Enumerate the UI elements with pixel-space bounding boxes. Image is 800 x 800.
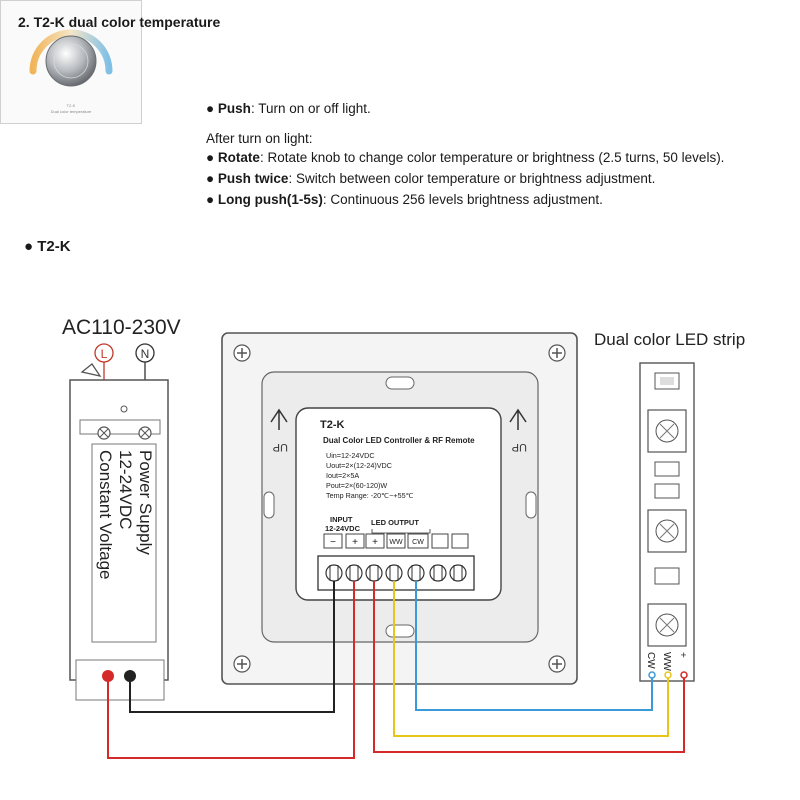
wire-red-input xyxy=(107,581,355,759)
led-chip-icon xyxy=(647,509,687,553)
terminal-screw-icon xyxy=(345,564,363,582)
feature-rotate: ● Rotate: Rotate knob to change color te… xyxy=(206,150,725,165)
strip-pin-plus: + xyxy=(677,652,688,658)
spec-line: Uout=2×(12-24)VDC xyxy=(326,461,392,470)
power-supply-label-3: Constant Voltage xyxy=(96,450,115,579)
led-strip: CW WW + xyxy=(639,362,695,682)
terminal-n-icon: N xyxy=(135,343,155,363)
input-label: INPUT xyxy=(330,515,353,524)
spec-line: Uin=12-24VDC xyxy=(326,451,375,460)
spec-line: Pout=2×(60-120)W xyxy=(326,481,387,490)
model-heading: ● T2-K xyxy=(24,238,71,255)
power-supply-label-2: 12-24VDC xyxy=(116,450,135,529)
led-output-label: LED OUTPUT xyxy=(371,518,419,527)
led-chip-icon xyxy=(647,603,687,647)
svg-text:+: + xyxy=(352,537,358,548)
card-fine-print-1: T2-K xyxy=(67,103,76,108)
wire-black-input xyxy=(129,581,335,713)
knob-icon xyxy=(45,35,97,87)
controller-model: T2-K xyxy=(320,419,345,431)
ac-voltage-label: AC110-230V xyxy=(62,316,181,339)
power-supply-label-1: Power Supply xyxy=(136,450,155,555)
feature-after-on: After turn on light: xyxy=(206,131,313,146)
screw-icon xyxy=(233,344,251,362)
input-voltage-label: 12-24VDC xyxy=(325,524,361,533)
screw-icon xyxy=(548,344,566,362)
svg-text:−: − xyxy=(330,537,336,548)
controller-name: Dual Color LED Controller & RF Remote xyxy=(323,436,475,445)
screw-icon xyxy=(233,655,251,673)
product-image: T2-K Dual color temperature xyxy=(0,0,142,124)
svg-text:WW: WW xyxy=(389,539,403,546)
svg-text:N: N xyxy=(141,347,150,361)
strip-pin-cw: CW xyxy=(645,652,656,669)
terminal-screw-icon xyxy=(449,564,467,582)
svg-text:CW: CW xyxy=(412,539,424,546)
section-title: 2. T2-K dual color temperature xyxy=(18,14,221,30)
wiring xyxy=(107,581,685,759)
svg-text:UP: UP xyxy=(273,441,288,453)
strip-pin-ww: WW xyxy=(661,652,672,671)
card-fine-print-2: Dual color temperature xyxy=(51,109,92,114)
dc-positive-terminal-icon xyxy=(102,670,114,682)
up-arrow-icon: UP xyxy=(270,408,288,453)
dc-negative-terminal-icon xyxy=(124,670,136,682)
svg-text:L: L xyxy=(101,347,108,361)
feature-long-push: ● Long push(1-5s): Continuous 256 levels… xyxy=(206,192,603,207)
screw-icon xyxy=(548,655,566,673)
up-arrow-icon: UP xyxy=(509,408,527,453)
power-supply: Power Supply 12-24VDC Constant Voltage xyxy=(69,363,169,701)
led-chip-icon xyxy=(647,409,687,453)
wire-blue-cw xyxy=(415,581,653,711)
svg-text:UP: UP xyxy=(512,441,527,453)
wall-panel: UP UP T2-K Dual Color LED Controller & R… xyxy=(221,332,578,685)
spec-line: Iout=2×5A xyxy=(326,471,359,480)
terminal-screw-icon xyxy=(407,564,425,582)
wire-yellow-ww xyxy=(393,581,669,737)
feature-push-twice: ● Push twice: Switch between color tempe… xyxy=(206,171,656,186)
terminal-screw-icon xyxy=(325,564,343,582)
svg-text:+: + xyxy=(372,537,378,548)
spec-line: Temp Range: -20℃~+55℃ xyxy=(326,491,414,500)
led-strip-label: Dual color LED strip xyxy=(594,330,745,349)
terminal-l-icon: L xyxy=(94,343,114,363)
feature-push: ● Push: Turn on or off light. xyxy=(206,101,371,116)
terminal-screw-icon xyxy=(429,564,447,582)
terminal-screw-icon xyxy=(385,564,403,582)
terminal-screw-icon xyxy=(365,564,383,582)
terminal-label-row: − + + WW CW xyxy=(323,533,469,549)
wire-red-led xyxy=(373,581,685,753)
color-arc xyxy=(29,29,113,75)
